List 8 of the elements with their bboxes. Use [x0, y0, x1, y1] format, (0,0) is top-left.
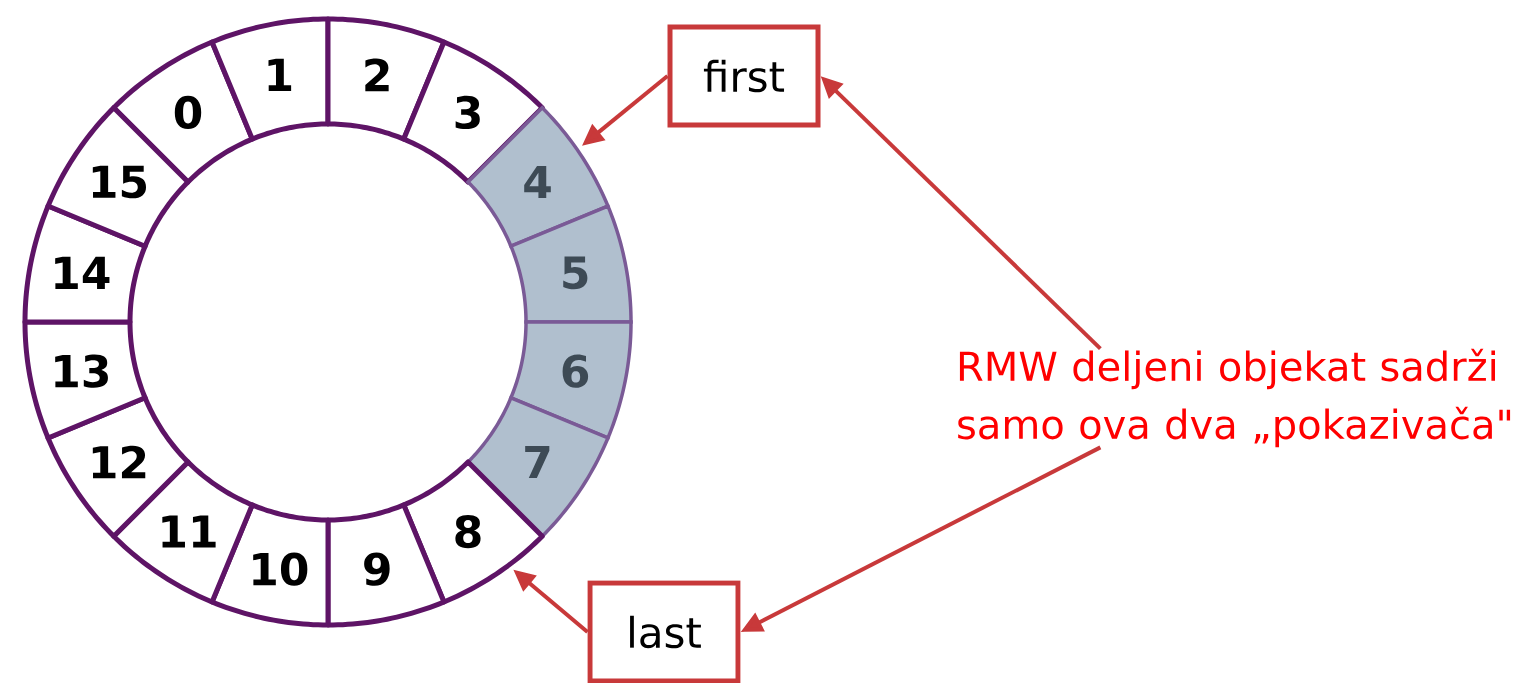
ring-segment: 6: [508, 320, 633, 441]
note-text: RMW deljeni objekat sadrži samo ova dva „pokazivača": [958, 348, 1511, 448]
ring-segment: 1: [209, 16, 331, 142]
ring-segment: 13: [22, 319, 148, 441]
pointer-box: last: [587, 580, 741, 683]
ring-segment: 2: [325, 16, 447, 142]
ring-segment: 9: [325, 502, 447, 628]
pointer-box: first: [667, 24, 821, 128]
